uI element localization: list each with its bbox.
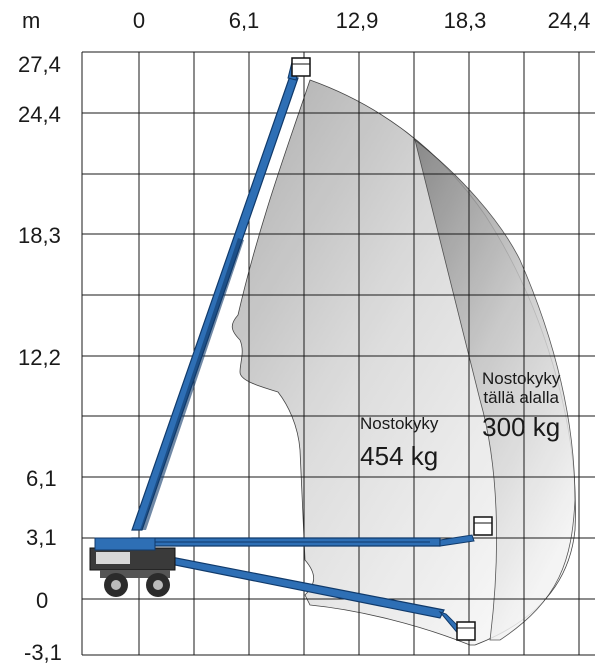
unit-label: m — [22, 8, 41, 33]
main-boom-high — [131, 75, 299, 531]
x-tick-1: 6,1 — [228, 8, 260, 33]
y-tick-5: 3,1 — [26, 525, 57, 550]
zone-outer-label: Nostokyky 454 kg — [360, 414, 439, 471]
zone-outer-value: 454 kg — [360, 440, 439, 471]
y-tick-1: 24,4 — [18, 102, 61, 127]
x-tick-4: 24,4 — [547, 8, 591, 33]
y-tick-3: 12,2 — [18, 345, 61, 370]
zone-inner-value: 300 kg — [482, 412, 561, 443]
y-tick-6: 0 — [36, 588, 49, 613]
x-tick-0: 0 — [132, 8, 146, 33]
y-tick-7: -3,1 — [24, 640, 62, 665]
zone-outer-title: Nostokyky — [360, 414, 439, 433]
y-tick-2: 18,3 — [18, 223, 61, 248]
x-tick-3: 18,3 — [443, 8, 487, 33]
work-platform-basket-icon — [291, 57, 493, 641]
boom-lift-machine-icon — [89, 61, 475, 637]
y-tick-4: 6,1 — [26, 466, 57, 491]
zone-inner-title-2: tällä alalla — [483, 387, 560, 407]
x-tick-2: 12,9 — [335, 8, 379, 33]
envelope-inner-zone — [414, 138, 576, 641]
y-tick-0: 27,4 — [18, 52, 61, 77]
zone-inner-label: Nostokyky tällä alalla 300 kg — [482, 369, 561, 443]
zone-inner-title-1: Nostokyky — [482, 369, 561, 388]
